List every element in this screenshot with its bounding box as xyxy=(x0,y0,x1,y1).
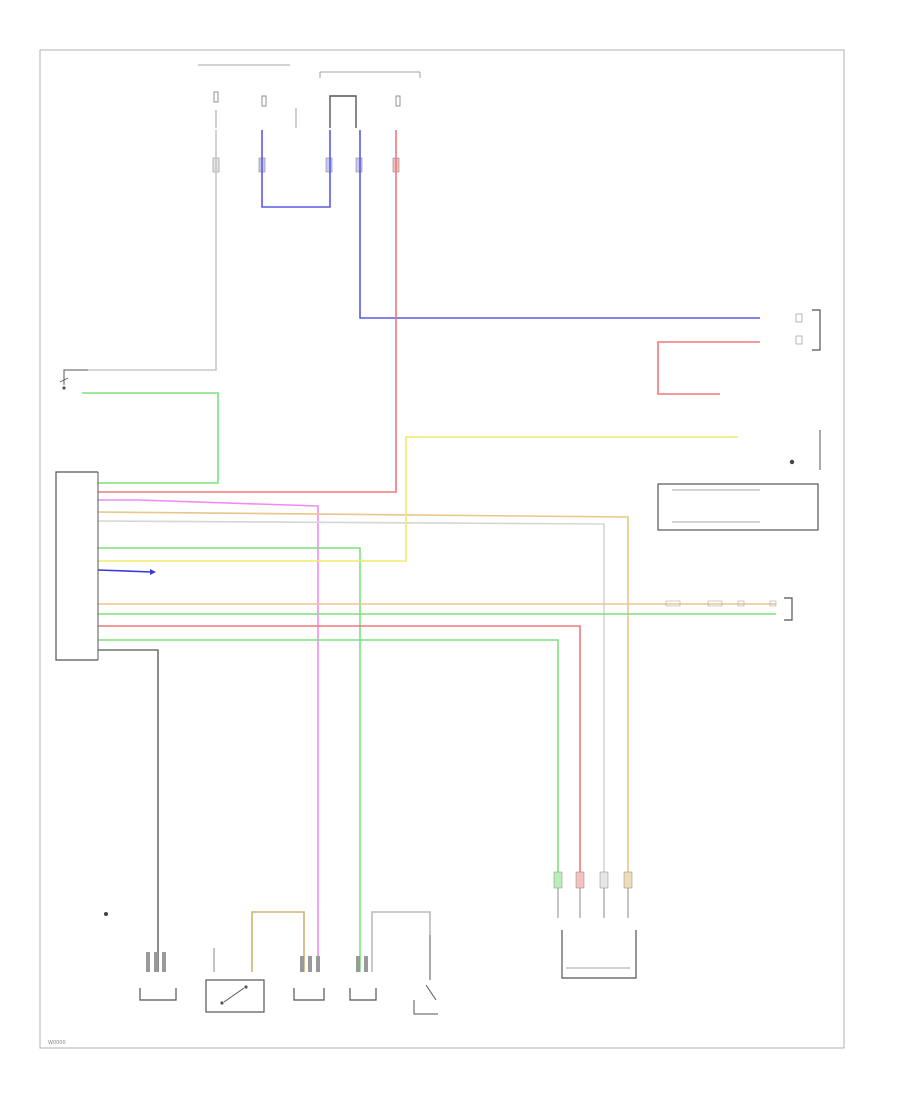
module-right-box xyxy=(657,483,819,531)
switch-bottom-right xyxy=(413,935,438,1015)
wire-blue-jumper xyxy=(261,130,331,208)
wire-gray-switch xyxy=(371,911,431,972)
wire-gray-ignition xyxy=(88,130,217,371)
wire-green-lower xyxy=(98,639,559,878)
wire-magenta xyxy=(98,499,319,972)
wire-red-main xyxy=(98,130,397,493)
switch-upper-left xyxy=(59,369,88,390)
figure-id: W0000 xyxy=(48,1040,66,1046)
connector-right-upper xyxy=(795,309,821,351)
connector-bottom-4 xyxy=(349,956,377,1001)
wire-red-right-loop xyxy=(657,341,760,395)
wire-gray-ground xyxy=(98,649,159,972)
main-module-connector xyxy=(55,471,99,661)
wire-yellow xyxy=(98,436,738,562)
connector-right-lower xyxy=(665,597,793,621)
transmission-connector xyxy=(553,871,637,979)
blower-motor-box xyxy=(205,979,265,1013)
wire-gray-long xyxy=(97,520,605,878)
top-fuse-block xyxy=(198,64,421,173)
wire-blue-short xyxy=(97,569,156,575)
wire-tan-small xyxy=(251,911,305,972)
connector-bottom-3 xyxy=(293,956,325,1001)
diagram-border xyxy=(39,49,845,1049)
ground-symbol xyxy=(104,912,108,916)
wire-red-lower xyxy=(98,625,581,878)
switch-right-mid xyxy=(789,430,821,470)
connector-bottom-1 xyxy=(139,952,177,1001)
wire-green-upper xyxy=(82,392,219,484)
wire-green-mid xyxy=(98,547,361,972)
wire-blue-main xyxy=(359,130,760,319)
wire-tan-long xyxy=(97,511,629,878)
